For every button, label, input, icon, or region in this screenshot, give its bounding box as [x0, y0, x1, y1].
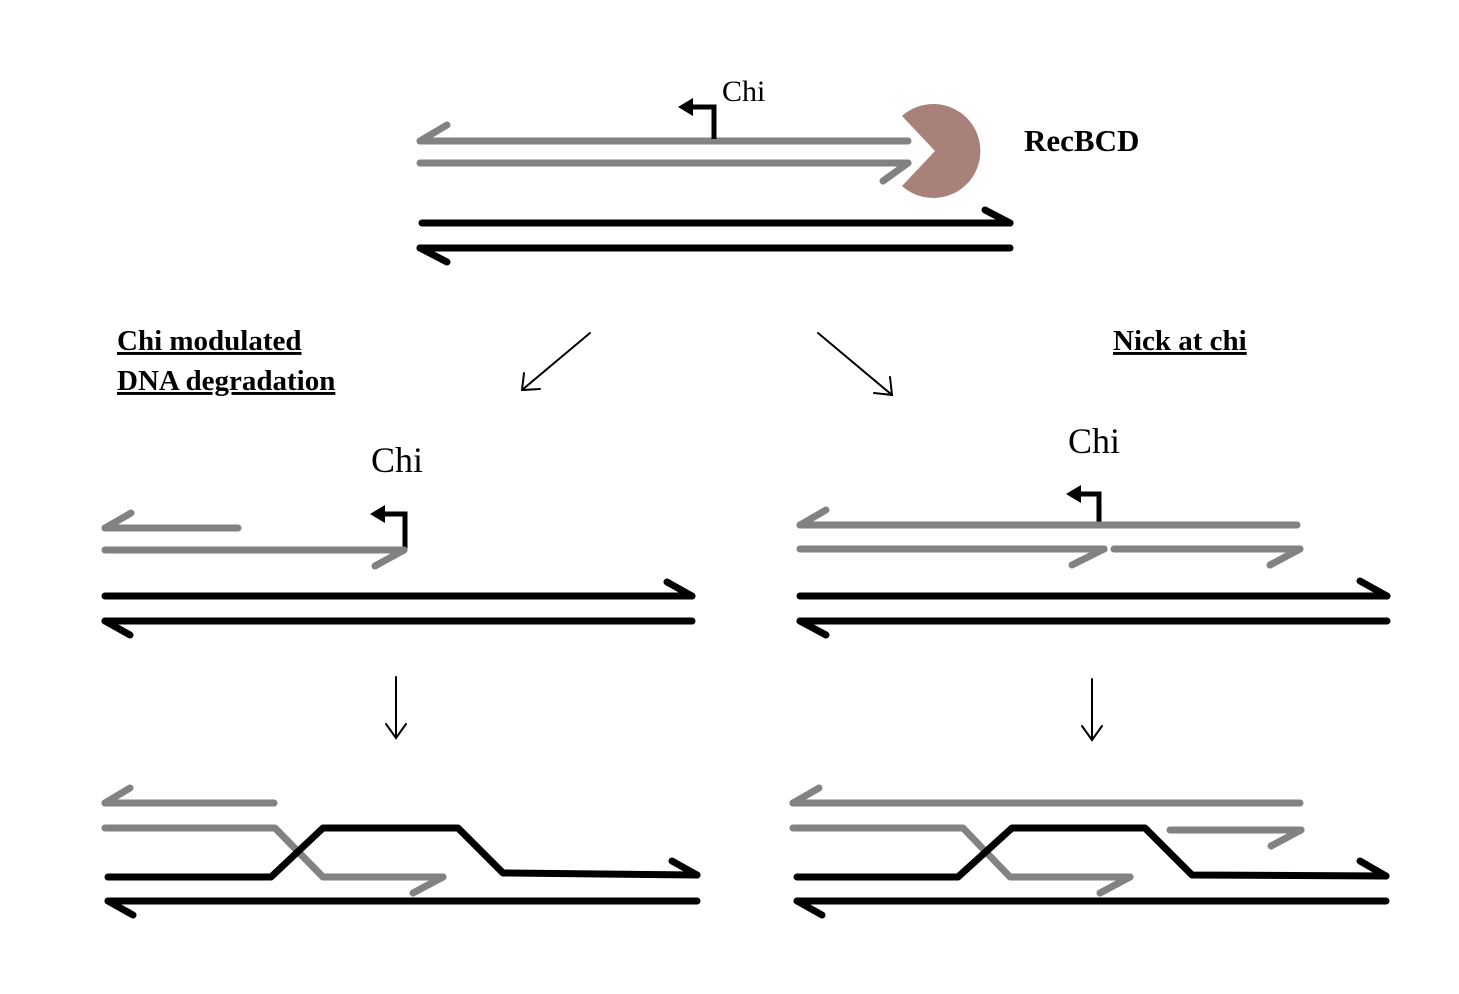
- top-black-strand-upper-arrowhead: [981, 206, 1014, 227]
- right-middle-panel: Chi: [796, 421, 1391, 639]
- top-gray-strand-lower-arrowhead: [879, 159, 912, 185]
- left-bottom-black-displaced-strand: [104, 824, 701, 881]
- right-gray-strand-upper-arrowhead: [796, 506, 830, 529]
- left-black-strand-lower-arrowhead: [101, 617, 134, 639]
- left-bottom-black-displaced-strand-arrowhead: [668, 857, 701, 879]
- left-gray-strand-short-arrowhead: [101, 509, 135, 532]
- recbcd-label: RecBCD: [1024, 123, 1139, 158]
- right-branch-arrowhead: [873, 376, 894, 397]
- left-middle-panel: Chi: [101, 440, 696, 639]
- top-panel: Chi RecBCD: [416, 75, 1139, 266]
- right-pathway-title: Nick at chi: [1113, 325, 1247, 357]
- right-black-strand-upper-arrowhead: [1356, 577, 1391, 600]
- left-bottom-black-strand-lower-arrowhead: [104, 897, 137, 919]
- left-bottom-gray-invading-strand-arrowhead: [409, 873, 447, 897]
- left-down-arrowhead: [385, 723, 407, 740]
- top-black-strand-lower-arrowhead: [416, 244, 451, 266]
- right-black-strand-lower-arrowhead: [796, 617, 830, 639]
- down-arrows: [385, 676, 1103, 742]
- top-chi-label: Chi: [722, 75, 765, 108]
- left-bottom-panel: [101, 784, 701, 919]
- right-down-arrowhead: [1081, 725, 1103, 742]
- right-chi-marker-head: [1066, 485, 1081, 503]
- right-bottom-black-displaced-strand-arrowhead: [1356, 857, 1390, 880]
- right-bottom-gray-strand-long-arrowhead: [789, 784, 823, 807]
- left-branch-arrow: [521, 332, 591, 391]
- right-bottom-gray-nicked-strand-arrowhead: [1267, 826, 1305, 850]
- right-bottom-panel: [789, 784, 1390, 919]
- right-bottom-black-displaced-strand: [793, 824, 1390, 881]
- top-gray-strand-upper-arrowhead: [416, 121, 451, 145]
- top-chi-marker-icon: [688, 104, 717, 139]
- top-chi-marker-head: [678, 98, 693, 116]
- left-branch-arrowhead: [520, 372, 541, 392]
- right-bottom-gray-invading-strand-arrowhead: [1096, 873, 1134, 897]
- left-chi-marker-icon: [380, 511, 408, 549]
- left-bottom-gray-strand-short-arrowhead: [101, 784, 134, 807]
- left-gray-strand-long-arrowhead: [371, 546, 408, 570]
- right-gray-strand-lower-left-arrowhead: [1068, 545, 1108, 569]
- recbcd-enzyme-icon: [902, 103, 981, 198]
- left-chi-marker-head: [370, 505, 385, 523]
- left-pathway-title-line1: Chi modulated: [117, 325, 302, 357]
- left-black-strand-upper-arrowhead: [663, 578, 696, 600]
- branch-arrows: [520, 332, 894, 397]
- right-gray-strand-lower-right-arrowhead: [1266, 545, 1304, 569]
- right-bottom-black-strand-lower-arrowhead: [793, 897, 826, 919]
- right-branch-arrow: [817, 332, 893, 396]
- left-pathway-title-line2: DNA degradation: [117, 365, 335, 397]
- left-chi-label: Chi: [371, 440, 423, 480]
- right-chi-marker-icon: [1076, 491, 1102, 522]
- right-chi-label: Chi: [1068, 421, 1120, 461]
